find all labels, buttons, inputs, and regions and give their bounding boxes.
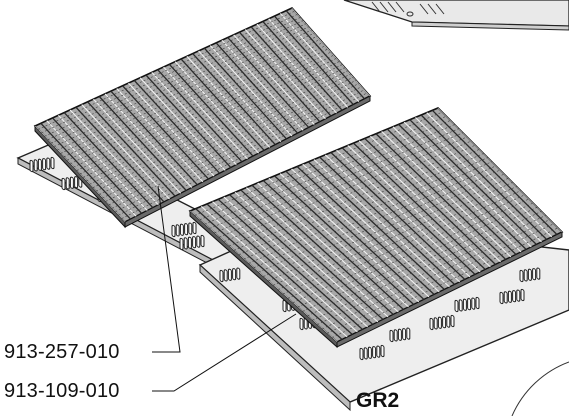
grate-panel-right [188,107,564,349]
leader-line-913-109-010 [152,313,297,392]
callout-label-913-109-010: 913-109-010 [4,380,120,402]
upper-base-plate-partial [343,0,569,31]
grate-panel-left [33,7,372,229]
leader-line-913-257-010 [152,185,181,353]
section-label: GR2 [356,389,400,412]
callout-label-913-257-010: 913-257-010 [4,341,120,363]
detail-circle-arc [511,361,569,416]
